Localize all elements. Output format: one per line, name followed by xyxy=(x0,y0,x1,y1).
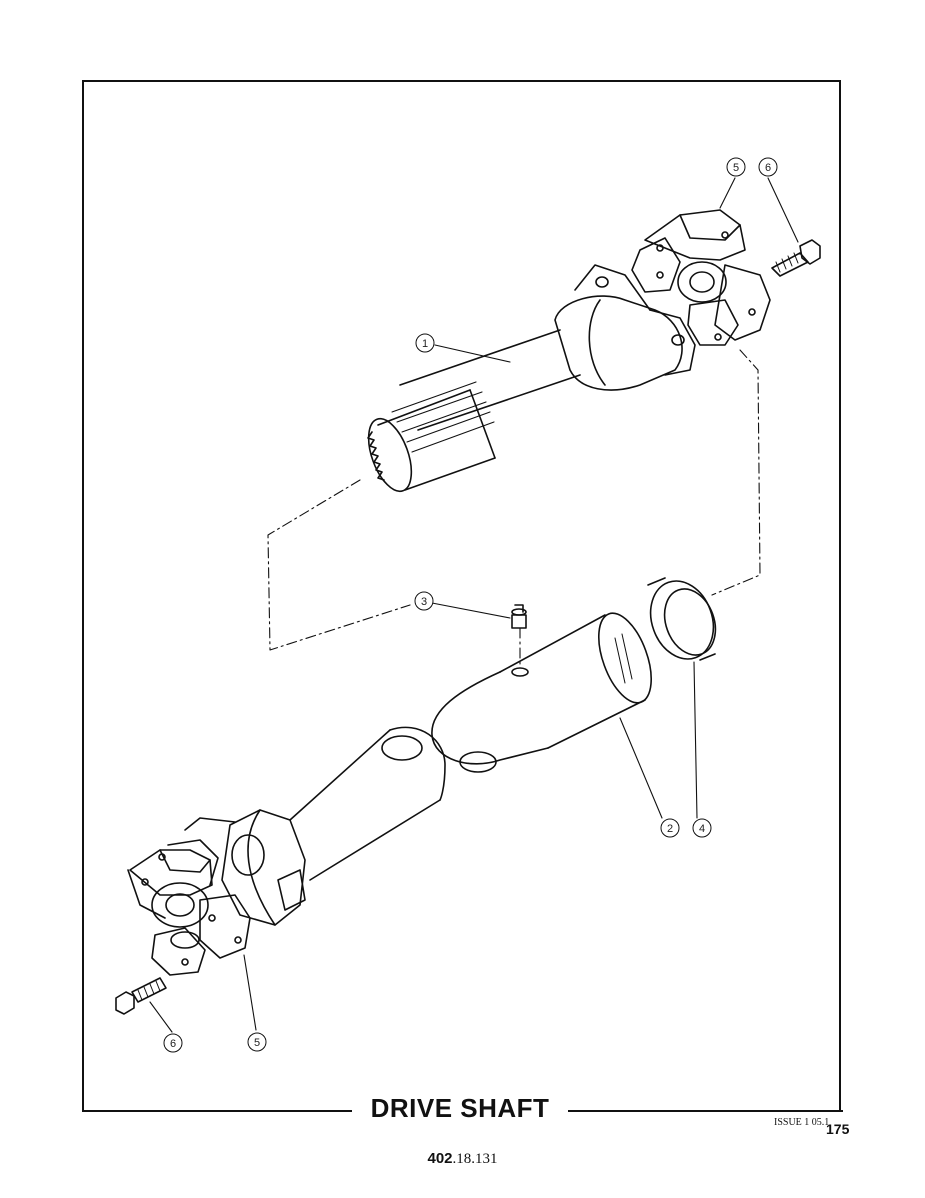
grease-nipple xyxy=(511,604,527,629)
callout-1-label: 1 xyxy=(422,338,428,350)
tube-yoke-part xyxy=(184,726,446,926)
callout-3: 3 xyxy=(414,591,434,611)
universal-joint-top xyxy=(631,209,771,346)
title-rule-left xyxy=(82,1110,352,1112)
part-number: 402.18.131 xyxy=(0,1150,925,1168)
callout-6-top: 6 xyxy=(758,157,778,177)
part-number-prefix: 402 xyxy=(427,1150,453,1167)
bolt-bottom xyxy=(115,977,167,1015)
alignment-lines xyxy=(267,349,761,666)
callout-6-top-label: 6 xyxy=(765,162,771,174)
callout-2-label: 2 xyxy=(667,823,673,835)
seal-ring-part xyxy=(647,577,717,661)
callout-markers: 1 2 3 4 5 6 5 6 xyxy=(163,157,778,1053)
callout-5-top-label: 5 xyxy=(733,162,739,174)
callout-4-label: 4 xyxy=(699,823,705,835)
universal-joint-bottom xyxy=(127,839,251,976)
callout-2: 2 xyxy=(660,818,680,838)
callout-4: 4 xyxy=(692,818,712,838)
callout-6-bottom-label: 6 xyxy=(170,1038,176,1050)
page-title: DRIVE SHAFT xyxy=(370,1093,550,1123)
callout-1: 1 xyxy=(415,333,435,353)
title-rule-right xyxy=(568,1110,843,1112)
page-number: 175 xyxy=(826,1121,850,1137)
slip-sleeve-part xyxy=(431,612,652,773)
callout-6-bottom: 6 xyxy=(163,1033,183,1053)
callout-5-top: 5 xyxy=(726,157,746,177)
part-number-suffix: .18.131 xyxy=(452,1151,498,1167)
splined-shaft-part xyxy=(367,264,696,493)
bolt-top xyxy=(771,239,821,277)
callout-3-label: 3 xyxy=(421,596,427,608)
callout-5-bottom-label: 5 xyxy=(254,1037,260,1049)
leader-lines xyxy=(149,177,799,1033)
diagram-frame xyxy=(82,80,841,1110)
issue-label: ISSUE 1 05.1 xyxy=(774,1117,830,1128)
callout-5-bottom: 5 xyxy=(247,1032,267,1052)
